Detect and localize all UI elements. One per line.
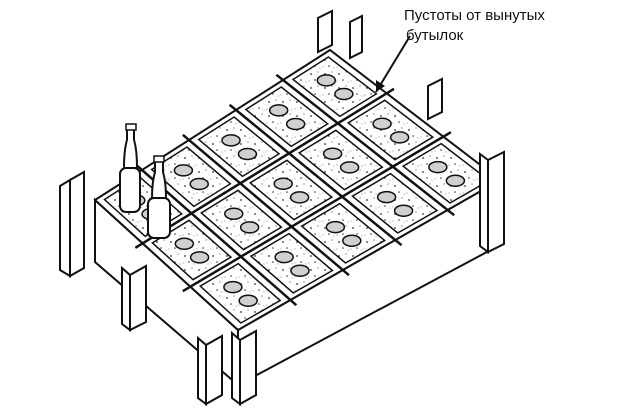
cross-rod (134, 87, 395, 249)
bottle-void (274, 250, 294, 264)
form-cell (197, 116, 281, 178)
annotation-line-2: бутылок (406, 27, 464, 44)
bottle-void (189, 251, 210, 264)
bottle-void (322, 147, 343, 160)
form-cell (291, 56, 378, 118)
annotation-line-1: Пустоты от вынутых (404, 7, 545, 24)
bottle-void (445, 174, 466, 187)
post-back-top (317, 9, 333, 54)
bottle-void (174, 237, 195, 250)
bottle-void (342, 234, 362, 247)
form-cell (249, 232, 334, 294)
bottle-void (221, 134, 241, 147)
form-cell (198, 262, 282, 324)
form-cells (103, 56, 491, 324)
post-front-left (205, 334, 223, 406)
bottle-void (273, 177, 293, 190)
formwork-posts (59, 9, 505, 406)
form-cell (151, 219, 233, 281)
form-cell (248, 159, 334, 221)
cross-rod (275, 73, 455, 217)
bottle-1 (119, 123, 141, 213)
cross-rod (228, 103, 403, 247)
bottle-void (289, 191, 310, 204)
cross-rod (182, 131, 452, 293)
cross-rod (182, 133, 350, 277)
bottle-void (173, 164, 194, 177)
bottle-void (285, 117, 306, 131)
post-front-right (239, 329, 257, 406)
callout-leader (375, 35, 411, 93)
bottle-void (290, 264, 310, 277)
bottle-void (339, 161, 360, 174)
cross-rods (134, 73, 455, 307)
form-cell (351, 172, 439, 234)
form-cell (200, 189, 283, 251)
post-back-right (427, 77, 443, 121)
bottle-void (393, 204, 414, 217)
bottle-void (239, 221, 260, 234)
post-right-mid (487, 150, 505, 254)
bottle-void (223, 280, 243, 294)
bottle-void (389, 131, 410, 144)
bottles (119, 123, 171, 239)
bottle-void (237, 147, 258, 161)
form-cell (244, 86, 329, 148)
bottle-void (428, 160, 448, 174)
bottle-void (224, 207, 244, 220)
voids-annotation: Пустоты от вынутых бутылок (404, 6, 614, 46)
bottle-void (316, 74, 337, 87)
bottle-2 (147, 155, 171, 239)
bottle-void (376, 190, 397, 204)
bottle-void (189, 177, 209, 191)
post-left-front (69, 170, 85, 278)
form-cell (300, 202, 387, 264)
form-cell (150, 146, 232, 208)
bottle-void (334, 87, 354, 101)
post-left-back (129, 264, 147, 332)
bottle-void (325, 220, 346, 234)
form-cell (346, 99, 435, 161)
bottle-void (268, 104, 289, 117)
form-cell (297, 129, 384, 191)
bottle-void (372, 117, 392, 130)
bottle-void (238, 294, 258, 307)
